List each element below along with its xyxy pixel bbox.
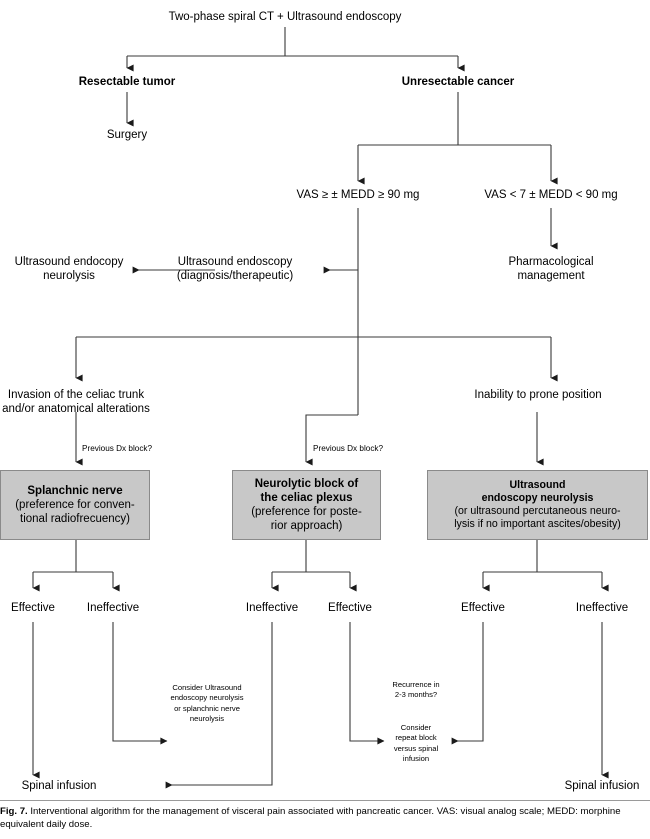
box-ultrasound-neurolysis-subtitle: (or ultrasound percutaneous neuro- lysis… [454,505,621,530]
node-unresectable-cancer: Unresectable cancer [401,76,515,88]
outcome-ultrasound-effective: Effective [461,602,505,614]
node-spinal-infusion-left: Spinal infusion [21,780,97,792]
box-splanchnic-nerve-subtitle: (preference for conven- tional radiofrec… [15,498,135,525]
outcome-splanchnic-ineffective: Ineffective [86,602,140,614]
box-neurolytic-block-subtitle: (preference for poste- rior approach) [251,506,362,533]
node-vas-low: VAS < 7 ± MEDD < 90 mg [484,189,618,201]
box-splanchnic-nerve-title: Splanchnic nerve [27,484,123,497]
note-consider-ultrasound-neurolysis: Consider Ultrasound endoscopy neurolysis… [170,683,244,723]
box-ultrasound-neurolysis-title: Ultrasound endoscopy neurolysis [481,479,594,505]
box-splanchnic-nerve[interactable]: Splanchnic nerve (preference for conven-… [0,470,150,540]
node-spinal-infusion-right: Spinal infusion [564,780,640,792]
node-ultrasound-endoscopy-diagnostic: Ultrasound endoscopy (diagnosis/therapeu… [176,256,294,283]
node-root: Two-phase spiral CT + Ultrasound endosco… [168,11,402,23]
note-consider-repeat-block: Consider repeat block versus spinal infu… [393,723,439,763]
node-invasion-celiac-trunk: Invasion of the celiac trunk and/or anat… [2,389,150,416]
caption-divider [0,800,650,801]
figure-caption: Fig. 7. Interventional algorithm for the… [0,806,650,832]
node-vas-high: VAS ≥ ± MEDD ≥ 90 mg [296,189,420,201]
outcome-neurolytic-effective: Effective [328,602,372,614]
box-neurolytic-block-celiac-plexus[interactable]: Neurolytic block of the celiac plexus (p… [232,470,381,540]
figure-number: Fig. 7. [0,806,28,817]
node-inability-prone-position: Inability to prone position [474,389,602,401]
label-previous-dx-block-2: Previous Dx block? [313,444,384,453]
outcome-ultrasound-ineffective: Ineffective [575,602,629,614]
outcome-splanchnic-effective: Effective [11,602,55,614]
node-resectable-tumor: Resectable tumor [78,76,176,88]
label-previous-dx-block-1: Previous Dx block? [82,444,153,453]
node-surgery: Surgery [106,129,148,141]
outcome-neurolytic-ineffective: Ineffective [245,602,299,614]
note-recurrence-2-3-months: Recurrence in 2-3 months? [392,680,440,700]
box-ultrasound-endoscopy-neurolysis[interactable]: Ultrasound endoscopy neurolysis (or ultr… [427,470,648,540]
node-pharmacological-management: Pharmacological management [508,256,594,283]
node-ultrasound-endoscopy-neurolysis: Ultrasound endocopy neurolysis [14,256,124,283]
box-neurolytic-block-title: Neurolytic block of the celiac plexus [254,477,359,504]
figure-caption-text: Interventional algorithm for the managem… [0,806,621,830]
